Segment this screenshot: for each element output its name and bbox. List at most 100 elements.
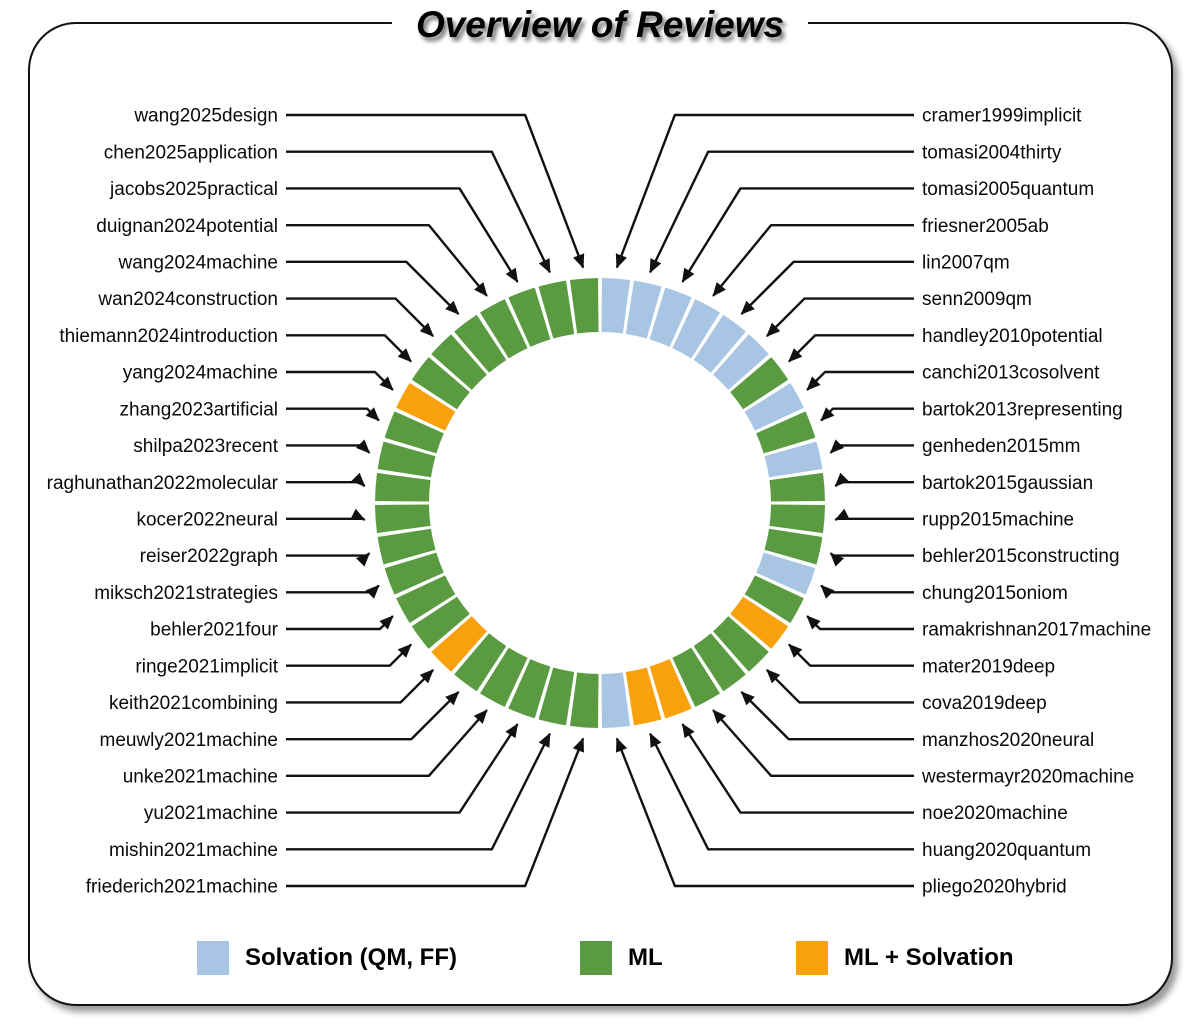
legend-item-ml-solvation: ML + Solvation <box>796 938 1014 978</box>
leader-arrow <box>681 187 914 283</box>
review-label: chung2015oniom <box>922 583 1068 604</box>
ring-segment <box>508 287 551 347</box>
review-label: bartok2015gaussian <box>922 473 1093 494</box>
ring-segment <box>569 672 599 728</box>
review-label: huang2020quantum <box>922 840 1091 861</box>
ring-segment <box>480 647 528 707</box>
leader-arrow <box>286 709 488 778</box>
leader-arrow <box>766 669 914 704</box>
leader-arrow <box>286 508 366 521</box>
review-label: mater2019deep <box>922 656 1055 677</box>
leader-arrow <box>806 615 914 631</box>
leader-arrow <box>681 723 914 814</box>
review-label: raghunathan2022molecular <box>47 473 279 494</box>
leader-arrow <box>286 260 460 315</box>
ring-segment <box>756 552 816 595</box>
review-label: zhang2023artificial <box>120 399 278 420</box>
leader-arrow <box>829 439 914 454</box>
legend-label-ml: ML <box>628 944 663 971</box>
leader-arrow <box>286 407 380 422</box>
ring-segment <box>508 659 551 719</box>
ring-segment <box>384 411 444 454</box>
leader-arrow <box>286 370 394 391</box>
leader-arrow <box>740 260 914 315</box>
leader-arrow <box>712 223 914 297</box>
leader-arrow <box>615 737 914 888</box>
ring-segment <box>730 596 789 649</box>
ring-segment <box>431 616 487 672</box>
leader-arrow <box>806 370 914 391</box>
leader-arrow <box>829 552 914 567</box>
ring-segment <box>601 672 631 728</box>
leader-arrow <box>649 732 914 851</box>
ring-segment <box>693 633 746 692</box>
review-label: senn2009qm <box>922 289 1032 310</box>
leader-arrow <box>740 691 914 741</box>
solvation-color-swatch <box>197 941 229 975</box>
review-label: lin2007qm <box>922 253 1010 274</box>
review-label: bartok2013representing <box>922 399 1123 420</box>
leader-arrow <box>286 691 460 741</box>
ring-segment <box>693 314 746 373</box>
review-labels: cramer1999implicittomasi2004thirtytomasi… <box>47 106 1152 898</box>
legend-label-solvation: Solvation (QM, FF) <box>245 944 457 971</box>
review-label: friesner2005ab <box>922 216 1049 237</box>
ring-segment <box>625 667 662 726</box>
review-label: reiser2022graph <box>140 546 278 567</box>
leader-arrow <box>834 508 914 521</box>
ml-solvation-color-swatch <box>796 941 828 975</box>
leader-arrows <box>286 113 914 888</box>
ring-segment <box>713 334 769 390</box>
leader-arrow <box>615 113 914 269</box>
review-label: rupp2015machine <box>922 510 1074 531</box>
review-label: thiemann2024introduction <box>59 326 278 347</box>
review-label: jacobs2025practical <box>109 179 278 200</box>
review-label: behler2015constructing <box>922 546 1120 567</box>
ring-segment <box>454 633 507 692</box>
leader-arrow <box>788 643 914 667</box>
review-label: wang2025design <box>133 106 278 127</box>
ring-segment <box>375 472 431 502</box>
ring-segment <box>744 383 804 431</box>
review-label: kocer2022neural <box>136 510 278 531</box>
ring-segment <box>764 528 823 565</box>
leader-arrow <box>286 150 551 274</box>
review-label: manzhos2020neural <box>922 730 1094 751</box>
review-label: wan2024construction <box>97 289 278 310</box>
ring-segment <box>730 357 789 410</box>
ring-segment <box>744 575 804 623</box>
review-label: cramer1999implicit <box>922 106 1082 127</box>
review-label: shilpa2023recent <box>133 436 278 457</box>
leader-arrow <box>712 709 914 778</box>
leader-arrow <box>286 615 394 631</box>
leader-arrow <box>788 334 914 363</box>
review-label: duignan2024potential <box>96 216 278 237</box>
ring-segment <box>538 667 575 726</box>
leader-arrow <box>286 439 371 454</box>
leader-arrow <box>286 584 380 599</box>
review-label: ramakrishnan2017machine <box>922 620 1151 641</box>
ring-segment <box>480 299 528 359</box>
review-label: noe2020machine <box>922 803 1068 824</box>
ring-segment <box>384 552 444 595</box>
ring-segment <box>396 383 456 431</box>
legend-item-ml: ML <box>580 938 663 978</box>
leader-arrow <box>286 723 519 814</box>
review-label: yu2021machine <box>144 803 278 824</box>
leader-arrow <box>766 297 914 337</box>
ring-segment <box>377 528 436 565</box>
ring-segment <box>672 647 720 707</box>
leader-arrow <box>286 737 585 888</box>
ring-segment <box>569 278 599 334</box>
leader-arrow <box>834 472 914 488</box>
ring-segment <box>756 411 816 454</box>
review-label: unke2021machine <box>123 767 278 788</box>
ring-segment <box>625 280 662 339</box>
review-label: keith2021combining <box>109 693 278 714</box>
review-label: cova2019deep <box>922 693 1047 714</box>
ring-segment <box>538 280 575 339</box>
legend-item-solvation: Solvation (QM, FF) <box>197 938 457 978</box>
leader-arrow <box>286 552 371 567</box>
